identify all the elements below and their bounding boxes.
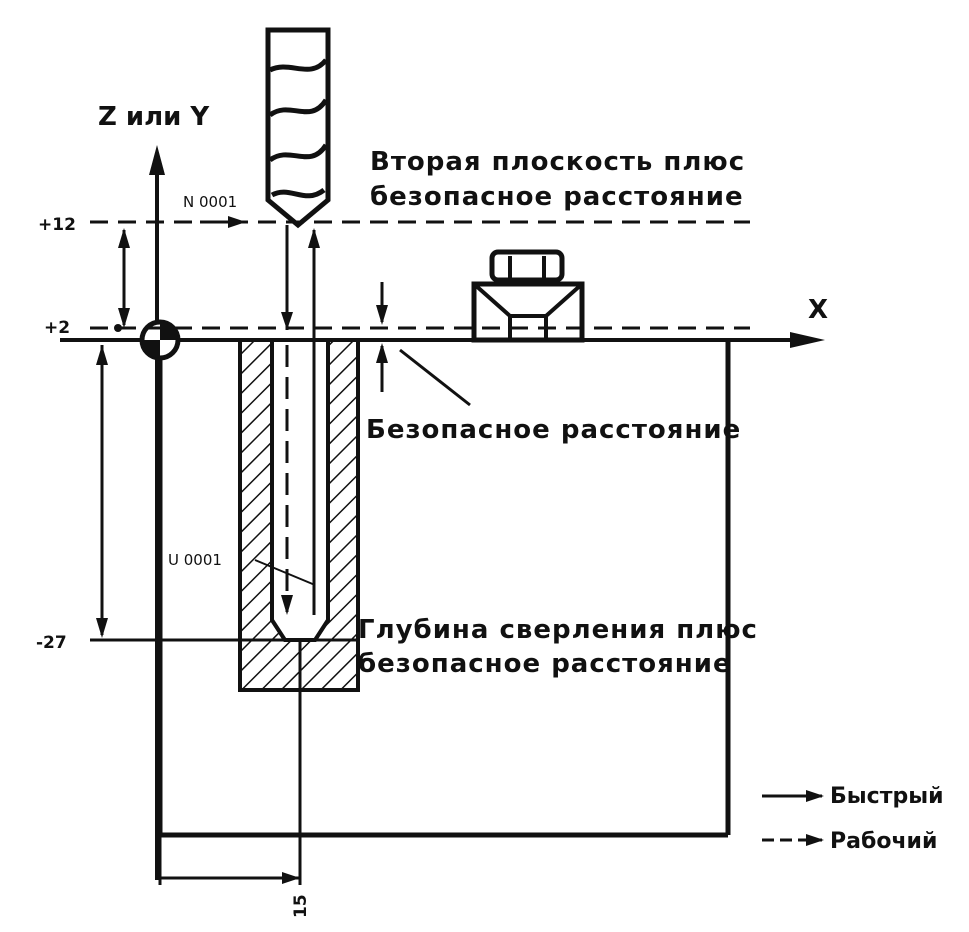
- tick-marks: [90, 324, 140, 342]
- block-depth-label: U 0001: [168, 551, 222, 569]
- vertical-axis-label: Z или Y: [98, 102, 210, 132]
- x-axis: [60, 332, 825, 348]
- horizontal-axis-label: X: [808, 295, 828, 325]
- tool-path-down: [281, 225, 293, 615]
- depth-leader: [254, 559, 316, 586]
- legend-rapid-label: Быстрый: [830, 784, 944, 809]
- tool-path-up: [308, 228, 320, 615]
- legend-feed-label: Рабочий: [830, 829, 937, 854]
- callout-drill-depth-1: Глубина сверления плюс: [358, 615, 758, 645]
- callout-second-plane-2: безопасное расстояние: [370, 182, 744, 212]
- bottom-dimension-label: 15: [291, 894, 311, 918]
- block-start-label: N 0001: [183, 193, 237, 211]
- callout-safety-distance: Безопасное расстояние: [366, 415, 741, 445]
- legend-feed: Рабочий: [762, 829, 937, 854]
- legend: Быстрый Рабочий: [762, 784, 944, 854]
- start-arrow: [200, 216, 246, 228]
- tick-top: +12: [38, 215, 76, 235]
- tick-surface: +2: [44, 318, 70, 338]
- bottom-dimension: [158, 640, 302, 885]
- callout-drill-depth-2: безопасное расстояние: [358, 649, 732, 679]
- hole-section: [238, 338, 360, 692]
- safety-distance-arrows: [376, 282, 471, 407]
- origin-symbol: [139, 319, 181, 361]
- workpiece: [157, 340, 731, 838]
- tick-bottom: -27: [36, 633, 67, 653]
- dimension-left-lower: [96, 345, 108, 638]
- z-axis: [149, 145, 165, 880]
- dimension-left-upper: [118, 228, 130, 328]
- legend-rapid: Быстрый: [762, 784, 944, 809]
- callout-second-plane-1: Вторая плоскость плюс: [370, 147, 745, 177]
- drill-bit: [265, 27, 331, 229]
